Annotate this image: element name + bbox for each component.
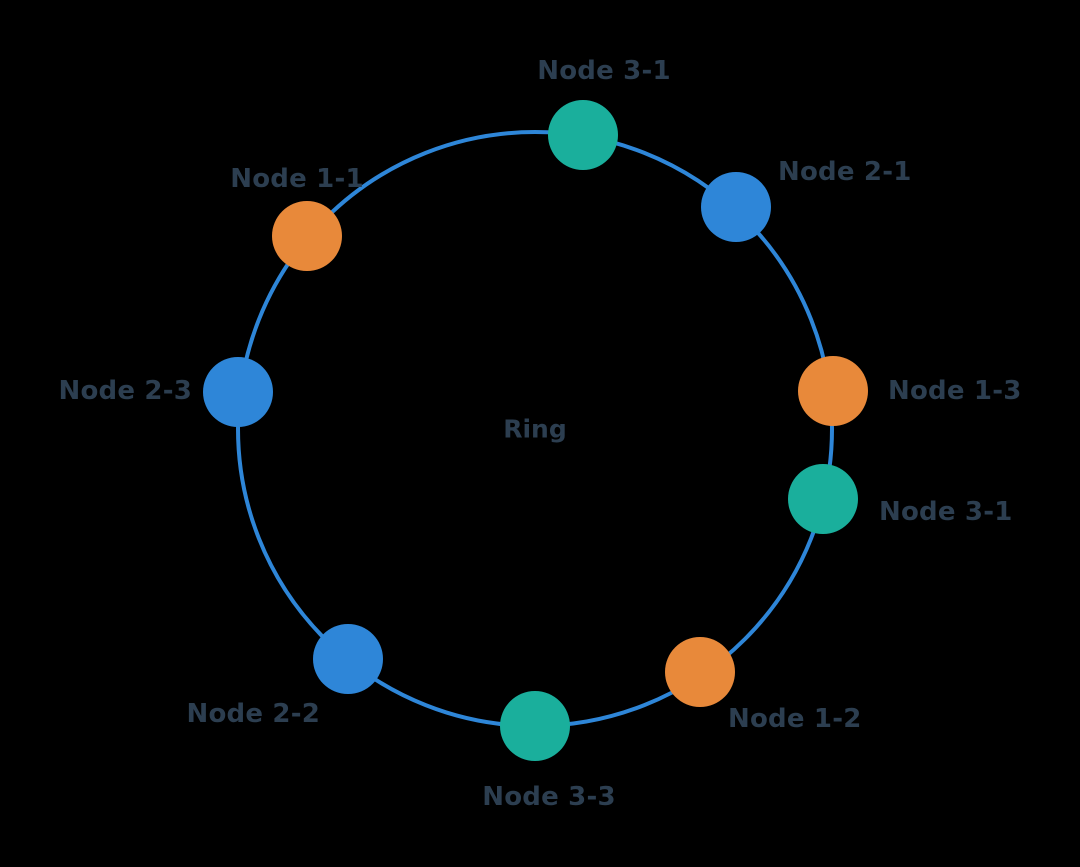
ring-node-label: Node 1-3 [888,376,1022,406]
ring-node[interactable] [500,691,570,761]
ring-node[interactable] [548,100,618,170]
ring-node[interactable] [701,172,771,242]
ring-node-label: Node 1-2 [728,704,862,734]
ring-node[interactable] [313,624,383,694]
ring-node[interactable] [272,201,342,271]
ring-node-label: Node 2-1 [778,157,912,187]
ring-center-label: Ring [503,414,567,444]
ring-node-label: Node 2-2 [186,699,320,729]
ring-node-label: Node 3-1 [879,497,1013,527]
ring-node[interactable] [665,637,735,707]
ring-node[interactable] [788,464,858,534]
ring-node-label: Node 1-1 [230,164,364,194]
ring-node[interactable] [203,357,273,427]
ring-node-label: Node 2-3 [58,376,192,406]
ring-node-label: Node 3-3 [482,782,616,812]
ring-node-label: Node 3-1 [537,56,671,86]
ring-node[interactable] [798,356,868,426]
